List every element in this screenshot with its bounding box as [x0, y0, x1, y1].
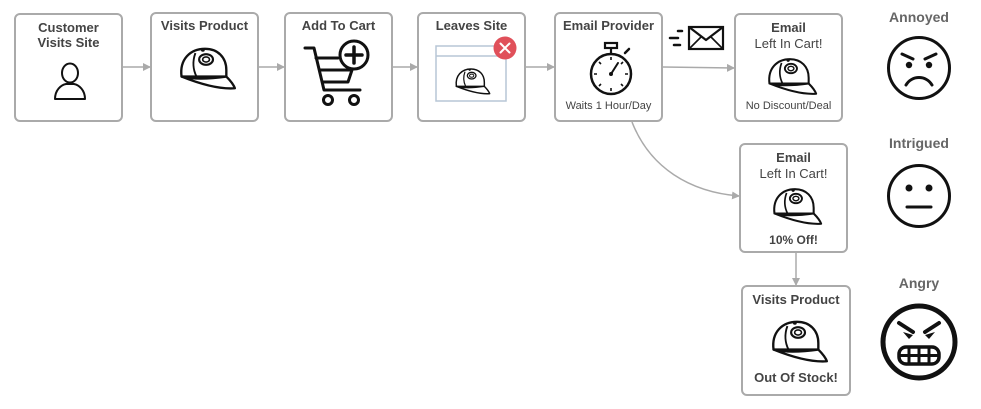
person-icon — [54, 62, 86, 100]
wait-time-note: Waits 1 Hour/Day — [565, 100, 652, 112]
mood-label-angry: Angry — [898, 275, 940, 291]
step-customer-visits-site: Customer Visits Site — [14, 13, 123, 122]
stopwatch-icon — [589, 41, 633, 96]
step-visits-product-out-of-stock: Visits Product Out Of Stock! — [741, 285, 851, 396]
email-subtitle: Left In Cart! — [759, 166, 828, 181]
email-subtitle: Left In Cart! — [754, 36, 823, 51]
step-title: Add To Cart — [301, 18, 376, 33]
annoyed-face-icon — [887, 36, 951, 100]
step-title: Leaves Site — [435, 18, 508, 33]
step-email-discount: Email Left In Cart! 10% Off! — [739, 143, 848, 253]
step-title: Visits Product — [752, 292, 840, 307]
envelope-icon — [668, 25, 725, 51]
close-icon — [493, 36, 517, 60]
arrow-provider-to-email-no-deal — [662, 63, 735, 72]
step-email-provider: Email Provider Waits 1 Hour/Day — [554, 12, 663, 122]
mood-label-annoyed: Annoyed — [889, 9, 949, 25]
deal-note: No Discount/Deal — [745, 100, 832, 112]
arrow-provider-to-email-discount — [631, 121, 740, 200]
cart-add-icon — [303, 39, 370, 106]
cap-icon — [173, 44, 237, 92]
step-email-no-discount: Email Left In Cart! No Discount/Deal — [734, 13, 843, 122]
cap-icon — [765, 317, 829, 365]
step-title: Visits Product — [160, 18, 249, 33]
cap-icon — [767, 185, 823, 227]
mood-label-intrigued: Intrigued — [889, 135, 949, 151]
neutral-face-icon — [887, 164, 951, 228]
discount-note: 10% Off! — [769, 233, 818, 247]
step-title-line2: Visits Site — [37, 35, 100, 50]
step-title: Email Provider — [562, 18, 655, 33]
email-title: Email — [771, 20, 806, 35]
out-of-stock-note: Out Of Stock! — [754, 370, 838, 385]
step-leaves-site: Leaves Site — [417, 12, 526, 122]
cap-icon — [762, 55, 818, 97]
step-visits-product: Visits Product — [150, 12, 259, 122]
angry-face-icon — [880, 303, 958, 381]
step-add-to-cart: Add To Cart — [284, 12, 393, 122]
email-title: Email — [776, 150, 811, 165]
step-title-line1: Customer — [38, 20, 99, 35]
cap-icon — [451, 66, 491, 96]
